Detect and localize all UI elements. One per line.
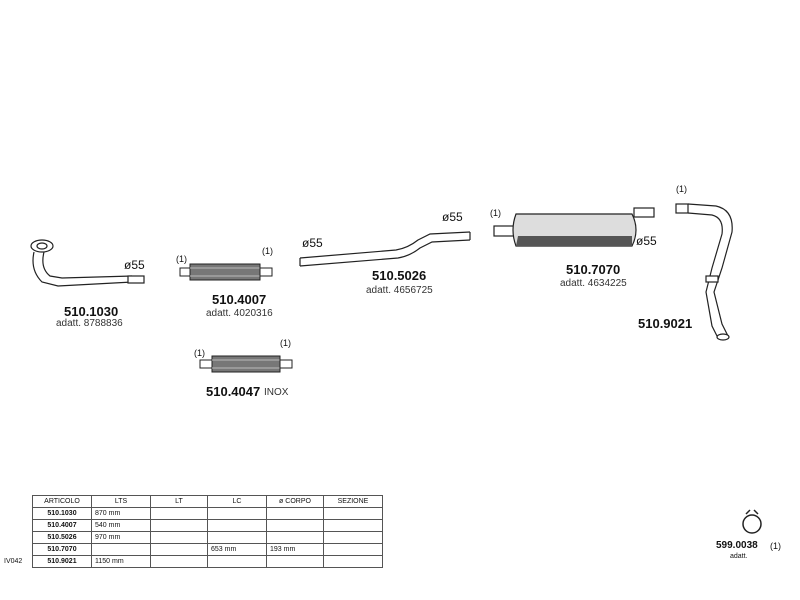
note-tag: (1) — [490, 208, 501, 218]
col-header: LTS — [91, 495, 151, 508]
note-tag: (1) — [770, 541, 781, 551]
note-tag: (1) — [676, 184, 687, 194]
part-number-510-9021: 510.9021 — [638, 316, 693, 331]
flex-pipe-510-4047[interactable] — [199, 355, 293, 373]
adapt-510-7070: adatt. 4634225 — [560, 278, 627, 289]
clamp-ring-599-0038[interactable] — [742, 509, 762, 534]
diameter-label: ø55 — [636, 234, 657, 248]
front-pipe-510-1030[interactable] — [30, 239, 145, 287]
intermediate-pipe-510-5026[interactable] — [299, 231, 471, 267]
table-header-row: ARTICOLO LTS LT LC ø CORPO SEZIONE — [32, 495, 383, 508]
dimensions-table: ARTICOLO LTS LT LC ø CORPO SEZIONE 510.1… — [32, 495, 383, 568]
part-number-510-7070: 510.7070 — [566, 262, 621, 277]
col-header: ARTICOLO — [32, 495, 92, 508]
col-header: LT — [150, 495, 208, 508]
diameter-label: ø55 — [442, 210, 463, 224]
diameter-label: ø55 — [302, 236, 323, 250]
note-tag: (1) — [262, 246, 273, 256]
col-header: SEZIONE — [323, 495, 383, 508]
adapt-599-0038: adatt. — [730, 553, 748, 560]
col-header: ø CORPO — [266, 495, 324, 508]
table-side-label: IV042 — [4, 558, 23, 565]
adapt-510-1030: adatt. 8788836 — [56, 318, 123, 329]
part-number-510-5026: 510.5026 — [372, 268, 427, 283]
note-tag: (1) — [194, 348, 205, 358]
material-suffix: INOX — [264, 387, 289, 398]
note-tag: (1) — [280, 338, 291, 348]
col-header: LC — [207, 495, 267, 508]
part-number-510-4007: 510.4007 — [212, 292, 267, 307]
note-tag: (1) — [176, 254, 187, 264]
muffler-510-7070[interactable] — [493, 207, 655, 247]
part-number-599-0038: 599.0038 — [716, 540, 758, 551]
diameter-label: ø55 — [124, 258, 145, 272]
flex-pipe-510-4007[interactable] — [179, 263, 273, 281]
part-number-510-1030: 510.1030 — [64, 304, 119, 319]
adapt-510-5026: adatt. 4656725 — [366, 285, 433, 296]
tailpipe-510-9021[interactable] — [675, 203, 733, 341]
adapt-510-4007: adatt. 4020316 — [206, 308, 273, 319]
part-number-510-4047: 510.4047 — [206, 384, 261, 399]
